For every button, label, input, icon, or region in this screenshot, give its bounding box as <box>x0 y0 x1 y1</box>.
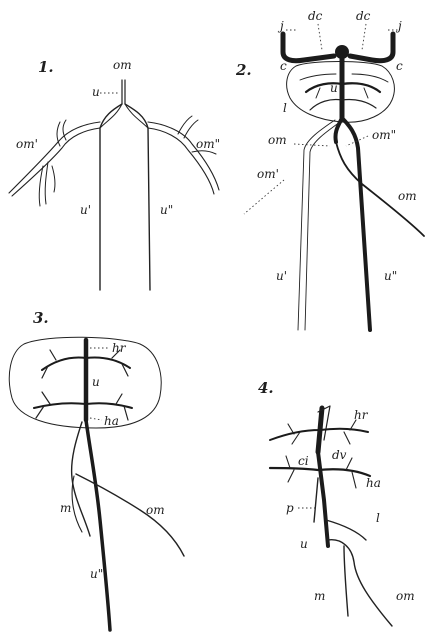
fig1-label-u2: u" <box>160 203 173 217</box>
fig1-right-vein <box>125 104 150 290</box>
figure-1: 1. om u om' om" u' u" <box>9 58 220 290</box>
figure-1-number: 1. <box>38 58 54 76</box>
fig2-label-om1: om' <box>257 167 279 181</box>
figure-2: 2. j dc dc j c c u l om om" om' <box>235 9 424 330</box>
fig2-left-umbilical <box>298 120 335 330</box>
fig1-inner-right <box>125 104 148 128</box>
fig1-label-u1: u' <box>80 203 91 217</box>
fig2-label-j-right: j <box>395 19 402 33</box>
fig4-label-om: om <box>396 589 415 603</box>
fig4-label-dv: dv <box>332 448 347 462</box>
fig1-label-om: om <box>113 58 132 72</box>
fig3-label-m: m <box>60 501 71 515</box>
fig3-label-om: om <box>146 503 165 517</box>
fig2-right-umbilical <box>342 118 370 330</box>
fig2-label-u1: u' <box>276 269 287 283</box>
fig2-label-c-left: c <box>280 59 287 73</box>
fig2-label-u: u <box>330 81 338 95</box>
fig2-label-dc-right: dc <box>356 9 371 23</box>
fig2-label-om: om <box>268 133 287 147</box>
fig4-m-vessel <box>344 546 348 616</box>
fig4-main-vein <box>318 452 328 546</box>
fig4-label-ha: ha <box>366 476 381 490</box>
fig3-label-ha: ha <box>104 414 119 428</box>
fig2-label-om2: om" <box>372 128 396 142</box>
fig4-l-vessel <box>326 520 366 540</box>
fig4-label-ci: ci <box>298 454 309 468</box>
fig2-label-om-right: om <box>398 189 417 203</box>
fig2-label-j-left: j <box>277 19 284 33</box>
fig2-label-c-right: c <box>396 59 403 73</box>
fig2-right-cuvier <box>350 34 393 61</box>
fig1-label-om2: om" <box>196 137 220 151</box>
fig4-p-vessel <box>314 478 318 522</box>
figure-4-number: 4. <box>258 379 274 397</box>
fig4-label-m: m <box>314 589 325 603</box>
fig3-umbilical <box>86 420 110 630</box>
figure-4: 4. hr ci dv ha p l u m om <box>258 379 415 626</box>
fig4-label-u: u <box>300 537 308 551</box>
fig1-label-om1: om' <box>16 137 38 151</box>
fig4-label-l: l <box>376 511 380 525</box>
fig4-om-vessel <box>328 540 392 626</box>
fig2-left-cuvier <box>283 34 334 61</box>
fig2-label-dc-left: dc <box>308 9 323 23</box>
fig3-label-u: u <box>92 375 100 389</box>
fig4-label-p: p <box>286 501 294 515</box>
fig1-umbilical-stalk <box>122 80 125 104</box>
fig3-label-hr: hr <box>112 341 127 355</box>
fig4-label-hr: hr <box>354 408 369 422</box>
fig2-label-l: l <box>283 101 287 115</box>
figure-3-number: 3. <box>33 309 49 327</box>
figure-3: 3. hr u ha m om u" <box>9 309 184 630</box>
fig1-left-vein <box>100 104 122 290</box>
fig1-label-u: u <box>92 85 100 99</box>
fig1-inner-left <box>100 104 122 128</box>
fig3-label-u2: u" <box>90 567 103 581</box>
fig3-om-vessel <box>76 474 184 556</box>
fig2-label-u2: u" <box>384 269 397 283</box>
figure-2-number: 2. <box>235 61 252 79</box>
